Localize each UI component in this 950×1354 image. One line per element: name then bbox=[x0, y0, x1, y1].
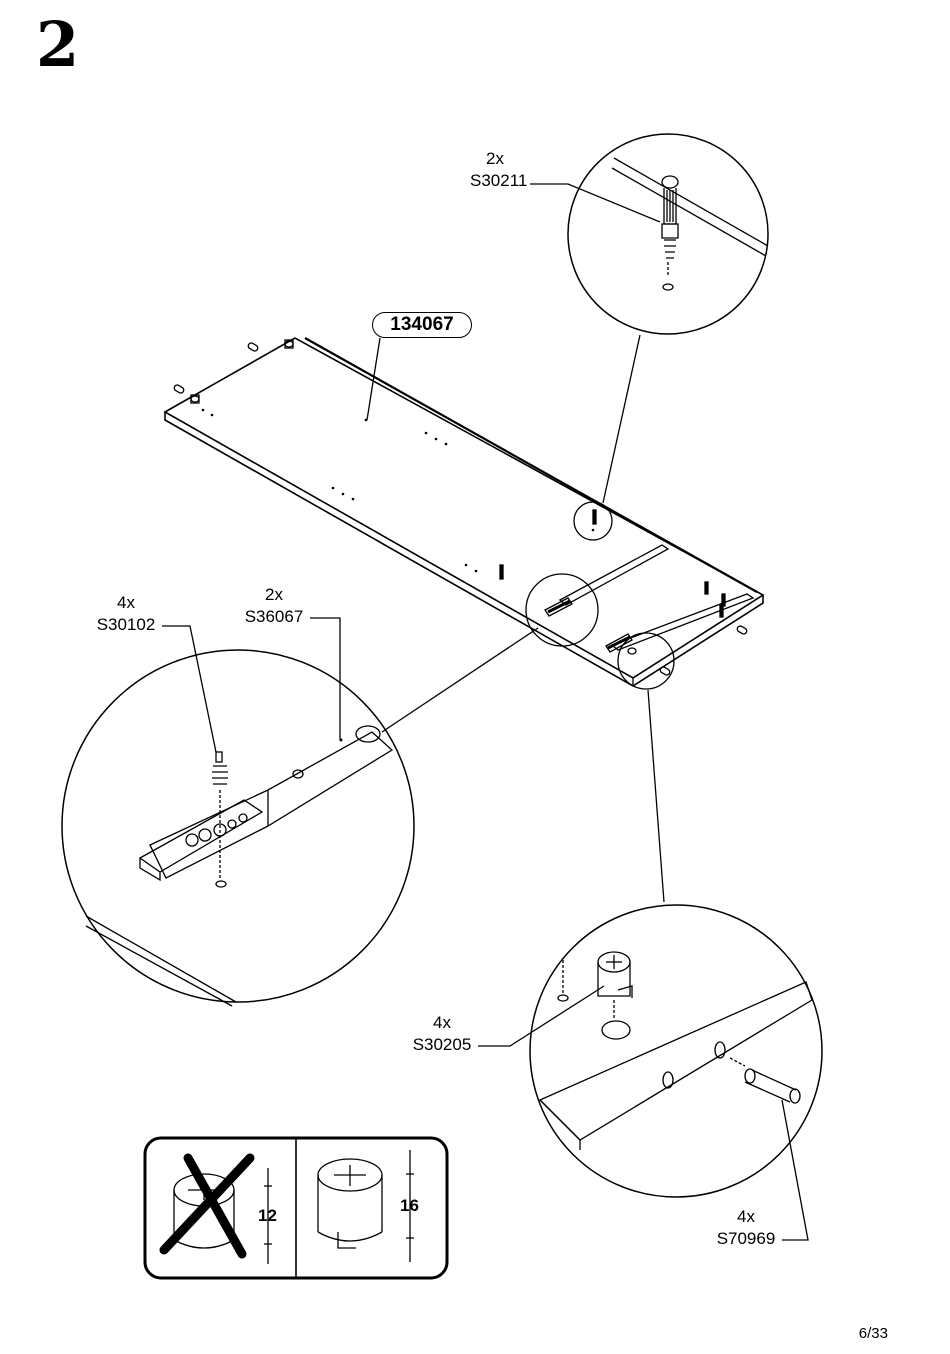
callout-code: S30211 bbox=[470, 171, 528, 190]
wrong-cam-dimension: 12 bbox=[258, 1206, 277, 1225]
callout-qty: 4x bbox=[737, 1207, 755, 1226]
callout-code: S30205 bbox=[412, 1035, 472, 1054]
step-number: 2 bbox=[36, 8, 80, 81]
callout-qty: 4x bbox=[433, 1013, 451, 1032]
panel-part-number: 134067 bbox=[372, 312, 472, 338]
panel-drawing bbox=[163, 334, 765, 903]
callout-qty: 2x bbox=[265, 585, 283, 604]
callout-dowel: 4x S70969 bbox=[708, 1206, 784, 1250]
callout-qty: 2x bbox=[486, 149, 504, 168]
callout-code: S36067 bbox=[244, 607, 304, 626]
callout-drawer-runner: 2x S36067 bbox=[236, 584, 312, 628]
page-number: 6/33 bbox=[858, 1325, 888, 1342]
detail-cam-bolt bbox=[530, 133, 769, 335]
comparison-box bbox=[143, 1136, 449, 1280]
callout-screw: 4x S30102 bbox=[88, 592, 164, 636]
callout-code: S70969 bbox=[716, 1229, 776, 1248]
callout-code: S30102 bbox=[96, 615, 156, 634]
detail-runner bbox=[61, 617, 415, 1007]
detail-cam-lock bbox=[478, 904, 823, 1241]
callout-qty: 4x bbox=[117, 593, 135, 612]
callout-cam-bolt: 2x S30211 bbox=[470, 148, 528, 192]
correct-cam-dimension: 16 bbox=[400, 1196, 419, 1215]
callout-cam-lock: 4x S30205 bbox=[404, 1012, 480, 1056]
